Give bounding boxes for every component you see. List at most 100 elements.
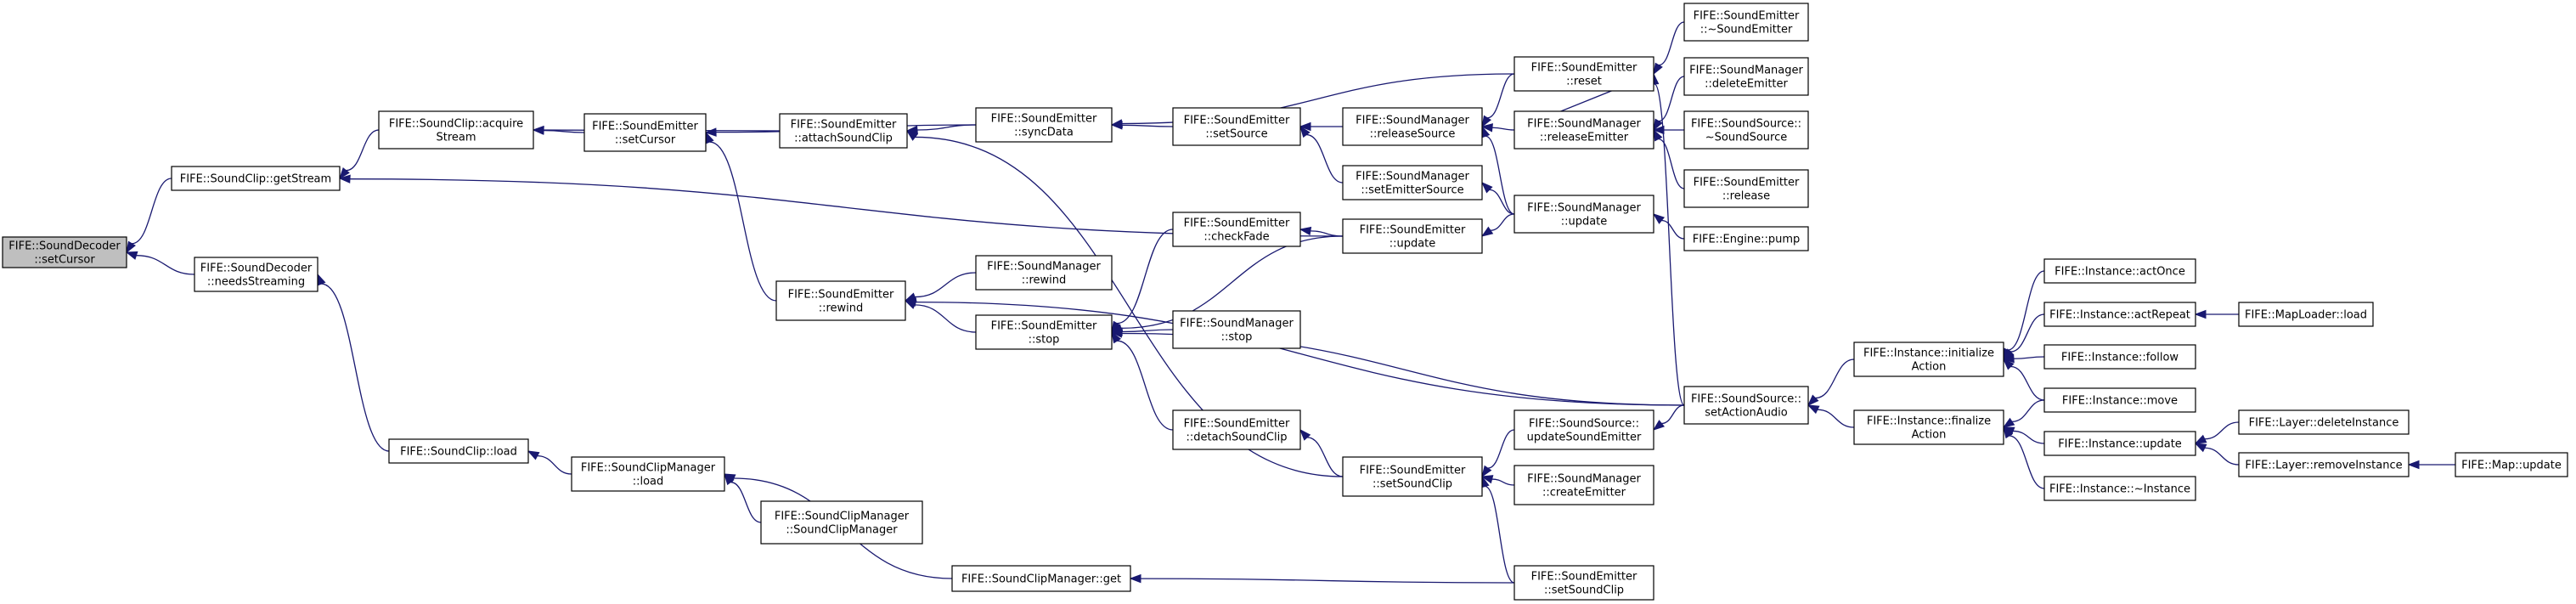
node-label: FIFE::MapLoader::load bbox=[2245, 309, 2367, 322]
call-edge bbox=[1480, 475, 1515, 486]
node-label: FIFE::SoundClip::acquire bbox=[389, 118, 523, 131]
function-node-scm-load[interactable]: FIFE::SoundClipManager::load bbox=[571, 456, 725, 492]
node-label: ::setCursor bbox=[34, 254, 95, 267]
node-label: FIFE::SoundClipManager::get bbox=[961, 573, 1121, 586]
function-node-sd-setCursor[interactable]: FIFE::SoundDecoder::setCursor bbox=[2, 236, 127, 268]
function-node-sc-getStream[interactable]: FIFE::SoundClip::getStream bbox=[171, 166, 341, 191]
function-node-se-checkFade[interactable]: FIFE::SoundEmitter::checkFade bbox=[1172, 212, 1301, 247]
call-edge bbox=[1653, 128, 1685, 189]
node-label: ::reset bbox=[1566, 76, 1602, 88]
function-node-inst-actOnce[interactable]: FIFE::Instance::actOnce bbox=[2043, 258, 2196, 284]
function-node-layer-removeInstance[interactable]: FIFE::Layer::removeInstance bbox=[2238, 452, 2410, 477]
node-label: FIFE::SoundDecoder bbox=[8, 240, 121, 253]
node-label: FIFE::SoundManager bbox=[1527, 118, 1641, 131]
call-edge bbox=[2194, 309, 2240, 319]
node-label: FIFE::SoundClipManager bbox=[581, 462, 716, 475]
node-label: Action bbox=[1912, 361, 1947, 374]
node-label: FIFE::SoundManager bbox=[1527, 473, 1641, 486]
call-edge bbox=[1653, 21, 1685, 76]
function-node-sc-load[interactable]: FIFE::SoundClip::load bbox=[388, 438, 529, 464]
node-label: ::checkFade bbox=[1203, 231, 1269, 244]
node-label: ::needsStreaming bbox=[207, 276, 305, 289]
function-node-se-setSource[interactable]: FIFE::SoundEmitter::setSource bbox=[1172, 107, 1301, 146]
node-label: FIFE::SoundEmitter bbox=[1694, 10, 1800, 23]
node-label: ::rewind bbox=[1022, 274, 1067, 287]
function-node-inst-move[interactable]: FIFE::Instance::move bbox=[2043, 387, 2196, 413]
call-edge bbox=[2194, 421, 2240, 444]
node-label: ::releaseEmitter bbox=[1540, 132, 1629, 144]
function-node-sm-setSoundClip[interactable]: FIFE::SoundEmitter::setSoundClip bbox=[1513, 565, 1654, 601]
node-label: ::setSource bbox=[1205, 128, 1267, 141]
function-node-inst-actRepeat[interactable]: FIFE::Instance::actRepeat bbox=[2043, 302, 2196, 327]
call-edge bbox=[904, 272, 977, 302]
node-label: ::stop bbox=[1029, 334, 1060, 347]
node-label: FIFE::Layer::removeInstance bbox=[2245, 460, 2402, 472]
function-node-se-attachSoundClip[interactable]: FIFE::SoundEmitter::attachSoundClip bbox=[779, 113, 908, 149]
function-node-se-reset[interactable]: FIFE::SoundEmitter::reset bbox=[1513, 56, 1654, 92]
call-edge bbox=[125, 251, 195, 275]
node-label: FIFE::SoundEmitter bbox=[1360, 224, 1466, 237]
function-node-inst-dtor[interactable]: FIFE::Instance::~Instance bbox=[2043, 476, 2196, 501]
call-edge bbox=[904, 297, 1685, 406]
function-node-se-setSoundClip[interactable]: FIFE::SoundEmitter::setSoundClip bbox=[1342, 456, 1483, 497]
node-label: updateSoundEmitter bbox=[1527, 432, 1642, 444]
function-node-se-update[interactable]: FIFE::SoundEmitter::update bbox=[1342, 218, 1483, 254]
function-node-se-syncData[interactable]: FIFE::SoundEmitter::syncData bbox=[975, 107, 1113, 143]
function-node-sm-stop[interactable]: FIFE::SoundManager::stop bbox=[1172, 310, 1301, 349]
function-node-sm-deleteEmitter[interactable]: FIFE::SoundManager::deleteEmitter bbox=[1683, 57, 1809, 96]
call-edge bbox=[904, 300, 977, 333]
node-label: FIFE::SoundManager bbox=[1356, 171, 1469, 183]
function-node-sm-rewind[interactable]: FIFE::SoundManager::rewind bbox=[975, 255, 1113, 291]
function-node-se-stop[interactable]: FIFE::SoundEmitter::stop bbox=[975, 314, 1113, 350]
node-label: FIFE::SoundClip::load bbox=[400, 446, 517, 459]
function-node-ss-setActionAudio[interactable]: FIFE::SoundSource::setActionAudio bbox=[1683, 386, 1809, 425]
function-node-layer-deleteInstance[interactable]: FIFE::Layer::deleteInstance bbox=[2238, 409, 2410, 435]
node-label: ::rewind bbox=[819, 302, 864, 315]
call-edge bbox=[1481, 429, 1515, 478]
function-node-sm-releaseSource[interactable]: FIFE::SoundManager::releaseSource bbox=[1342, 107, 1483, 146]
call-edge bbox=[1653, 76, 1685, 132]
function-node-scm-ctor[interactable]: FIFE::SoundClipManager::SoundClipManager bbox=[760, 500, 923, 545]
node-label: ::stop bbox=[1221, 331, 1253, 344]
call-edge bbox=[905, 130, 1344, 477]
node-label: FIFE::SoundManager bbox=[1356, 115, 1469, 127]
node-label: FIFE::Instance::initialize bbox=[1863, 347, 1994, 360]
function-node-ss-dtor[interactable]: FIFE::SoundSource::~SoundSource bbox=[1683, 110, 1809, 150]
function-node-inst-update[interactable]: FIFE::Instance::update bbox=[2043, 431, 2196, 456]
function-node-engine-pump[interactable]: FIFE::Engine::pump bbox=[1683, 226, 1809, 251]
function-node-inst-follow[interactable]: FIFE::Instance::follow bbox=[2043, 344, 2196, 370]
function-node-scm-get[interactable]: FIFE::SoundClipManager::get bbox=[951, 565, 1131, 592]
function-node-sm-setEmitterSource[interactable]: FIFE::SoundManager::setEmitterSource bbox=[1342, 165, 1483, 200]
function-node-ss-updateSoundEmitter[interactable]: FIFE::SoundSource::updateSoundEmitter bbox=[1513, 409, 1654, 450]
call-edge bbox=[527, 450, 572, 475]
call-edge bbox=[1481, 73, 1515, 128]
function-node-se-setCursor[interactable]: FIFE::SoundEmitter::setCursor bbox=[583, 113, 707, 152]
function-node-se-detachSoundClip[interactable]: FIFE::SoundEmitter::detachSoundClip bbox=[1172, 409, 1301, 450]
node-label: FIFE::SoundManager bbox=[1689, 65, 1803, 77]
function-node-se-dtor[interactable]: FIFE::SoundEmitter::~SoundEmitter bbox=[1683, 3, 1809, 42]
call-edge bbox=[338, 174, 1344, 237]
function-node-sm-releaseEmitter[interactable]: FIFE::SoundManager::releaseEmitter bbox=[1513, 110, 1654, 150]
call-edge bbox=[2407, 460, 2455, 470]
function-node-se-rewind[interactable]: FIFE::SoundEmitter::rewind bbox=[775, 280, 906, 321]
node-label: FIFE::SoundManager bbox=[1527, 202, 1641, 215]
function-node-sd-needsStreaming[interactable]: FIFE::SoundDecoder::needsStreaming bbox=[194, 257, 318, 292]
node-label: ::~SoundEmitter bbox=[1700, 24, 1793, 37]
node-label: ::update bbox=[1561, 216, 1608, 229]
function-node-maploader-load[interactable]: FIFE::MapLoader::load bbox=[2238, 302, 2374, 327]
node-label: ::update bbox=[1389, 238, 1436, 251]
function-node-se-release[interactable]: FIFE::SoundEmitter::release bbox=[1683, 169, 1809, 208]
function-node-sm-createEmitter[interactable]: FIFE::SoundManager::createEmitter bbox=[1513, 465, 1654, 505]
node-label: ::detachSoundClip bbox=[1187, 432, 1288, 444]
node-label: ::createEmitter bbox=[1542, 487, 1626, 500]
node-label: ::deleteEmitter bbox=[1705, 78, 1788, 91]
node-label: ::syncData bbox=[1014, 127, 1074, 139]
node-label: FIFE::Map::update bbox=[2461, 460, 2562, 472]
node-label: FIFE::SoundSource:: bbox=[1529, 418, 1639, 431]
function-node-map-update[interactable]: FIFE::Map::update bbox=[2455, 452, 2568, 477]
function-node-sm-update[interactable]: FIFE::SoundManager::update bbox=[1513, 195, 1654, 234]
